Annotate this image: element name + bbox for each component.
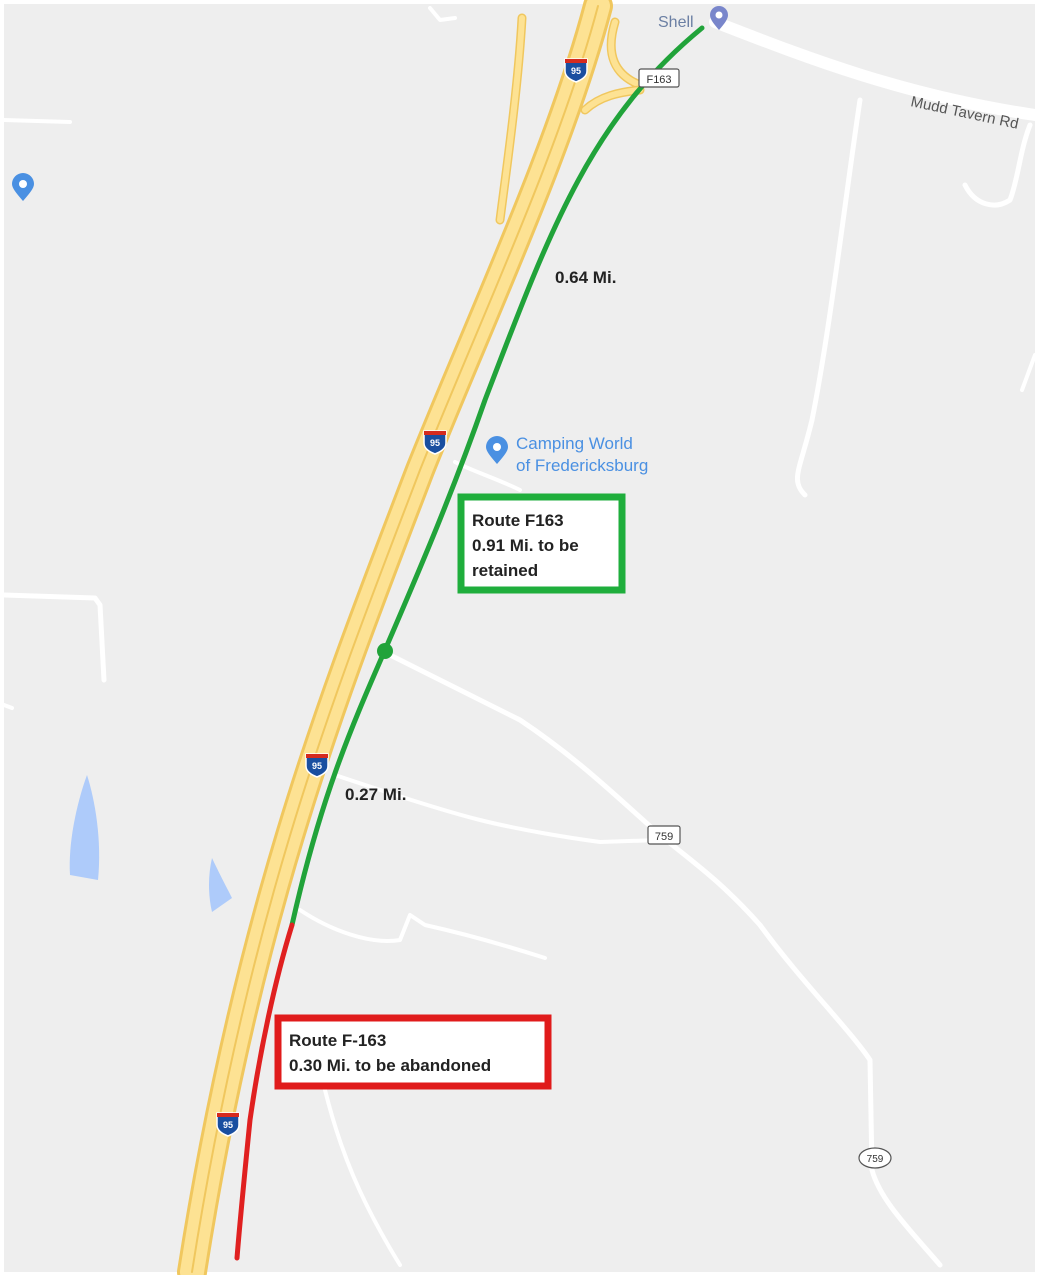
- interstate-shield: 95: [216, 1112, 240, 1137]
- minor-roads: [1, 6, 1037, 1268]
- map-pin-icon[interactable]: [486, 436, 508, 464]
- poi-shell-label[interactable]: Shell: [658, 14, 694, 31]
- poi-camping-world-label[interactable]: of Fredericksburg: [516, 456, 648, 475]
- svg-text:759: 759: [655, 831, 673, 843]
- callout-abandoned: Route F-163 0.30 Mi. to be abandoned: [274, 1014, 552, 1090]
- svg-text:F163: F163: [646, 74, 671, 86]
- interstate-shield: 95: [423, 430, 447, 455]
- route-abandoned-line: [234, 922, 295, 1261]
- route-163-shield: F163: [638, 68, 680, 88]
- water-bodies: [69, 775, 232, 912]
- interstate-shield: 95: [564, 58, 588, 83]
- distance-label-upper: 0.64 Mi.: [555, 268, 616, 287]
- map-pin-icon[interactable]: [12, 173, 34, 201]
- svg-text:759: 759: [867, 1154, 884, 1165]
- map-pin-icon[interactable]: [710, 6, 728, 30]
- callout-retained: Route F163 0.91 Mi. to be retained: [457, 493, 626, 594]
- shield-label: 95: [223, 1120, 233, 1130]
- shield-label: 95: [430, 438, 440, 448]
- shield-label: 95: [571, 66, 581, 76]
- interstate-95-corridor: [177, 0, 645, 1275]
- callout-abandoned-line2: 0.30 Mi. to be abandoned: [289, 1056, 491, 1075]
- callout-retained-line2: 0.91 Mi. to be: [472, 536, 579, 555]
- interstate-shield: 95: [305, 753, 329, 778]
- callout-retained-line3: retained: [472, 561, 538, 580]
- route-759-shield: 759: [858, 1147, 892, 1169]
- callout-abandoned-line1: Route F-163: [289, 1031, 386, 1050]
- route-759-shield: 759: [647, 825, 681, 845]
- shield-label: 95: [312, 761, 322, 771]
- poi-camping-world-label[interactable]: Camping World: [516, 434, 633, 453]
- distance-label-lower: 0.27 Mi.: [345, 785, 406, 804]
- route-midpoint-marker: [377, 643, 393, 659]
- callout-retained-line1: Route F163: [472, 511, 564, 530]
- route-retained-line: [289, 25, 705, 928]
